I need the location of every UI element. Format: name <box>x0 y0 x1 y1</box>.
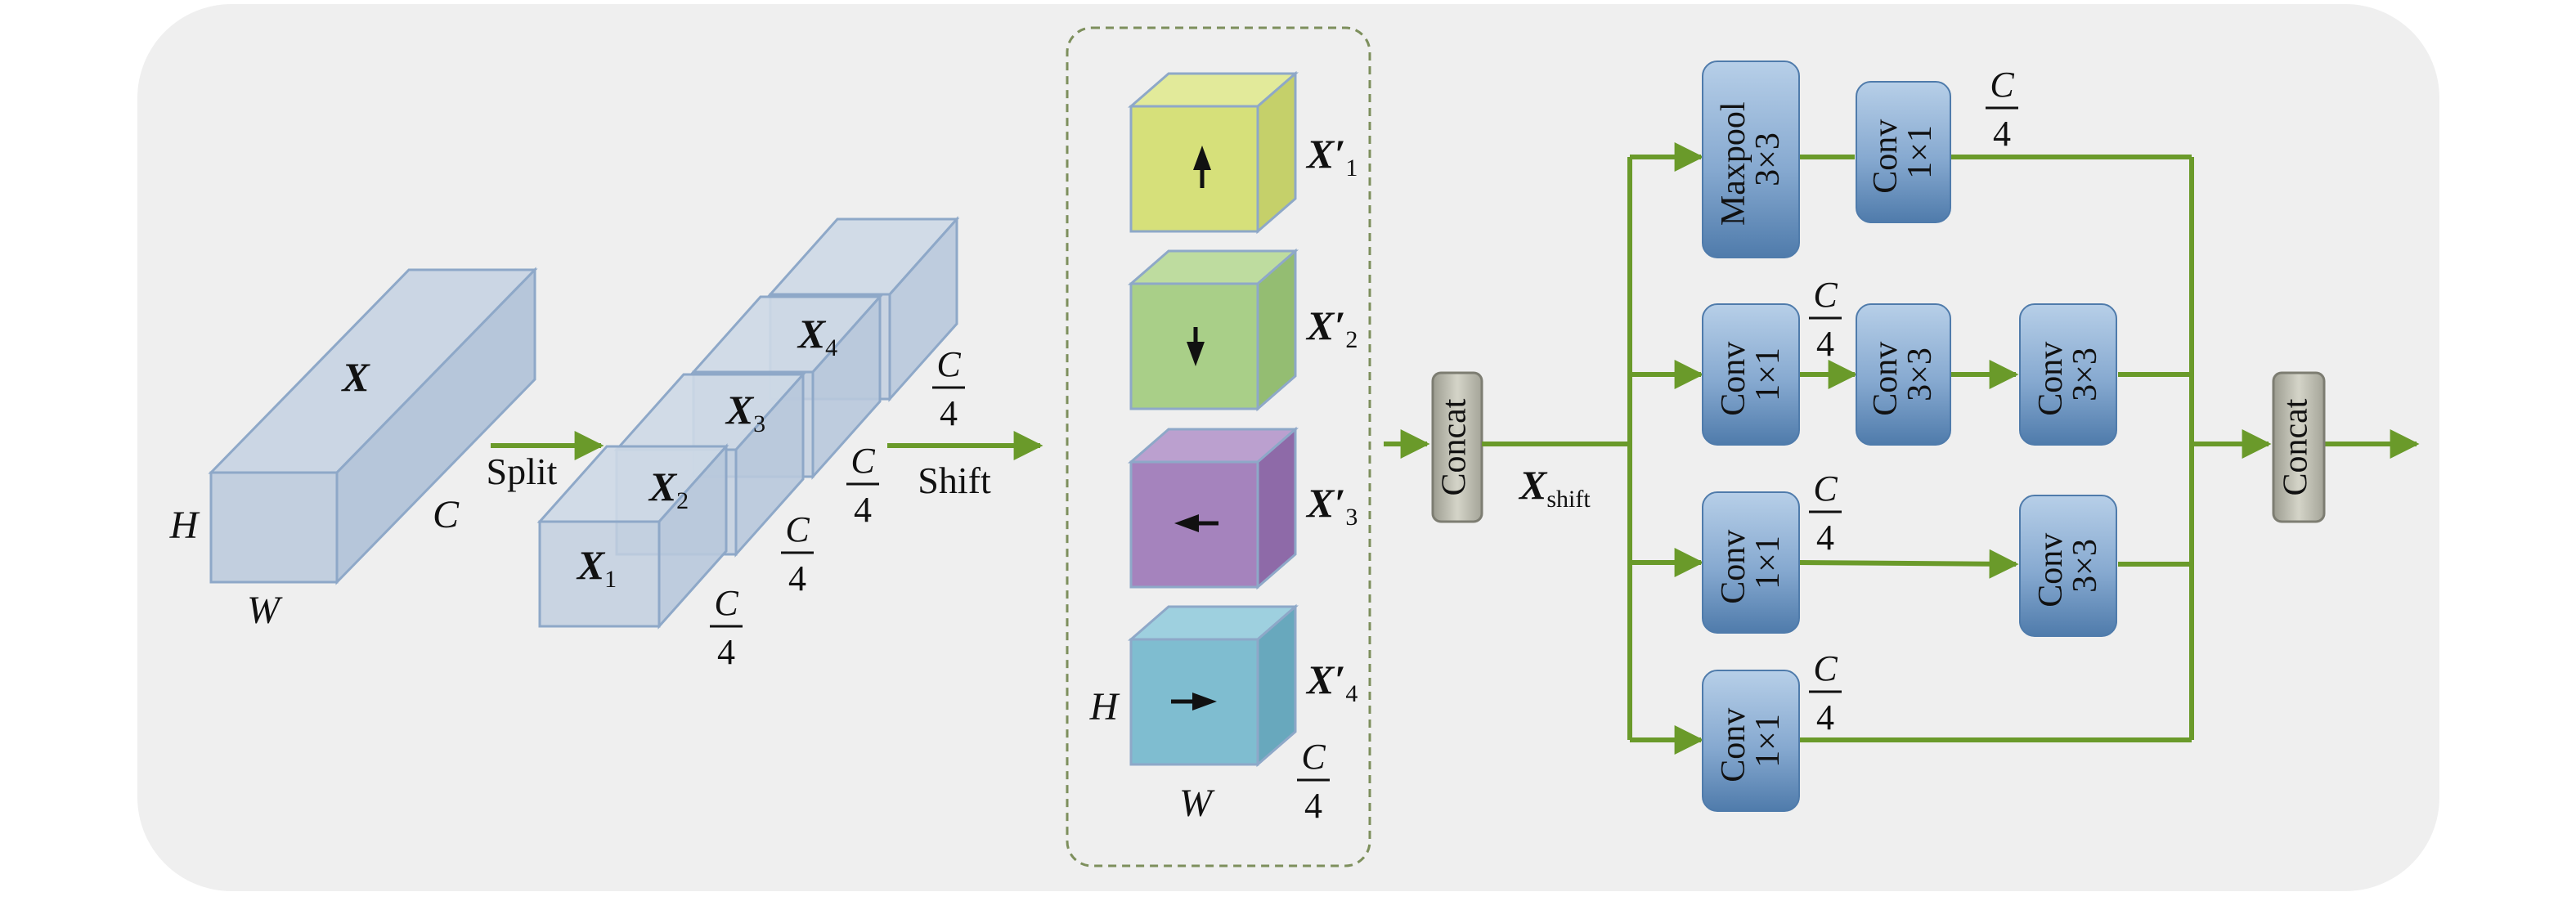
split-label: Split <box>487 451 558 492</box>
svg-text:Conv 3×3: Conv 3×3 <box>2032 524 2104 607</box>
branch-frac-b3: C 4 <box>1809 468 1842 558</box>
conv3x3-block-b3: Conv 3×3 <box>2019 495 2117 637</box>
svg-text:Conv 1×1: Conv 1×1 <box>1715 521 1787 604</box>
svg-text:Concat: Concat <box>1436 398 1474 495</box>
concat-block-2: Concat <box>2272 371 2326 523</box>
svg-text:C: C <box>1301 737 1326 777</box>
shifted-label-2: X′2 <box>1305 303 1358 353</box>
svg-text:C: C <box>850 441 875 481</box>
svg-text:Conv 1×1: Conv 1×1 <box>1867 110 1939 194</box>
svg-text:C: C <box>1813 468 1838 509</box>
split-chunk-1 <box>536 443 729 630</box>
svg-text:C: C <box>1813 648 1838 688</box>
shift-frac: C 4 <box>1297 737 1330 826</box>
svg-text:4: 4 <box>1993 114 2011 154</box>
shift-panel <box>1066 26 1371 867</box>
shift-dim-h: H <box>1089 685 1120 728</box>
conv3x3-block-b2a: Conv 3×3 <box>1856 303 1951 446</box>
chunk-label-3: X3 <box>725 387 765 437</box>
arrow-down-icon <box>1187 327 1205 366</box>
svg-text:C: C <box>714 583 738 623</box>
svg-text:Conv 3×3: Conv 3×3 <box>2032 333 2104 416</box>
svg-text:4: 4 <box>940 393 958 433</box>
svg-text:4: 4 <box>1304 786 1322 826</box>
branch-frac-b2: C 4 <box>1809 275 1842 364</box>
svg-text:4: 4 <box>1816 324 1834 364</box>
svg-text:4: 4 <box>1816 697 1834 737</box>
arrow-up-icon <box>1193 146 1211 188</box>
chunk-frac-4: C 4 <box>932 344 965 433</box>
svg-text:4: 4 <box>717 632 735 672</box>
svg-text:C: C <box>1990 65 2014 105</box>
xshift-label: Xshift <box>1518 462 1591 513</box>
shift-cube-3 <box>1127 426 1299 590</box>
conv1x1-block-b2: Conv 1×1 <box>1702 303 1800 446</box>
svg-text:Conv 1×1: Conv 1×1 <box>1715 333 1787 416</box>
concat-block-1: Concat <box>1431 371 1483 523</box>
shifted-label-3: X′3 <box>1305 480 1358 531</box>
shift-label: Shift <box>918 459 991 501</box>
branch-wiring <box>1482 142 2420 755</box>
conv3x3-block-b2b: Conv 3×3 <box>2019 303 2117 446</box>
svg-text:4: 4 <box>788 558 806 598</box>
svg-text:C: C <box>936 344 961 384</box>
chunk-label-4: X4 <box>797 311 837 361</box>
chunk-label-2: X2 <box>648 464 689 514</box>
chunk-frac-3: C 4 <box>846 441 879 530</box>
chunk-frac-2: C 4 <box>781 509 814 598</box>
branch-frac-b1: C 4 <box>1986 65 2018 154</box>
shift-cube-1 <box>1127 70 1299 235</box>
conv1x1-block-b1: Conv 1×1 <box>1856 81 1951 223</box>
branch-frac-b4: C 4 <box>1809 648 1842 737</box>
maxpool-block: Maxpool 3×3 <box>1702 61 1800 258</box>
input-label: X <box>340 354 370 400</box>
shifted-label-4: X′4 <box>1305 657 1358 707</box>
arrow-right-icon <box>1171 693 1217 711</box>
conv1x1-block-b4: Conv 1×1 <box>1702 670 1800 812</box>
input-dim-c: C <box>433 493 460 536</box>
shift-cube-4 <box>1127 603 1299 768</box>
svg-text:4: 4 <box>854 490 872 530</box>
input-tensor <box>208 267 538 585</box>
conv1x1-block-b3: Conv 1×1 <box>1702 491 1800 634</box>
arrow-left-icon <box>1174 514 1218 532</box>
svg-text:Conv 1×1: Conv 1×1 <box>1715 699 1787 782</box>
svg-text:Maxpool 3×3: Maxpool 3×3 <box>1715 93 1787 226</box>
svg-text:4: 4 <box>1816 518 1834 558</box>
svg-text:C: C <box>1813 275 1838 315</box>
shift-dim-w: W <box>1179 782 1215 825</box>
shift-cube-2 <box>1127 248 1299 412</box>
shifted-label-1: X′1 <box>1305 131 1358 182</box>
svg-text:C: C <box>785 509 810 549</box>
svg-text:Concat: Concat <box>2278 398 2315 495</box>
chunk-label-1: X1 <box>576 542 617 593</box>
input-dim-w: W <box>247 589 283 632</box>
input-dim-h: H <box>169 504 200 547</box>
chunk-frac-1: C 4 <box>710 583 743 672</box>
svg-text:Conv 3×3: Conv 3×3 <box>1867 333 1939 416</box>
